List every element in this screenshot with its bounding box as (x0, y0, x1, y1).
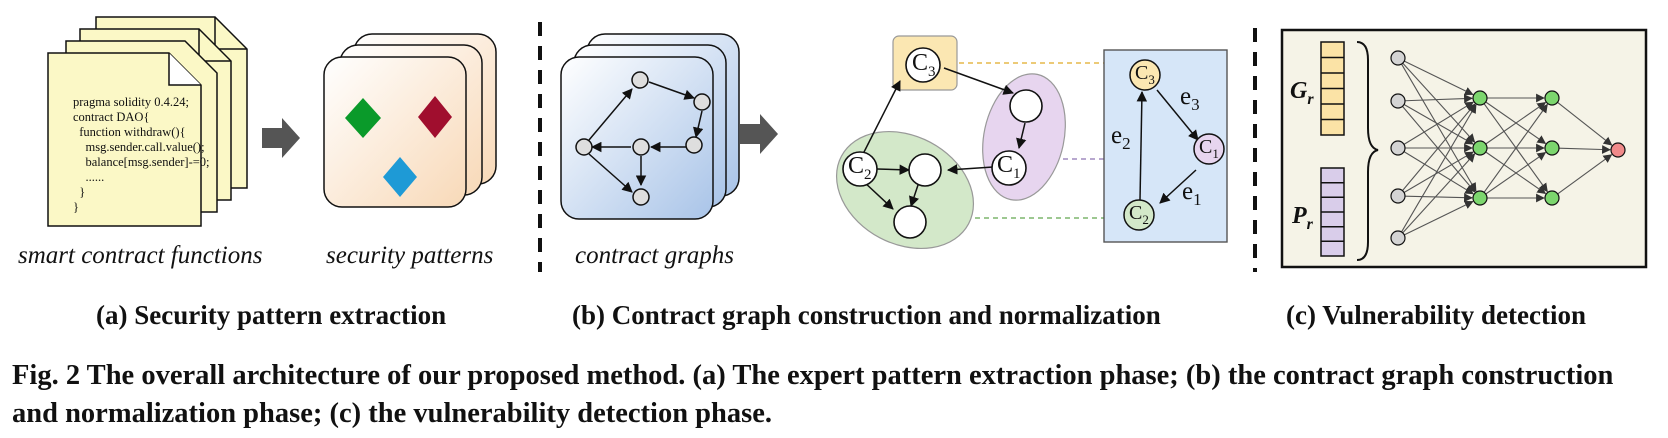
code-documents (47, 16, 248, 227)
label-security-patterns: security patterns (326, 242, 494, 269)
nn-edge (1402, 153, 1476, 234)
nn-edges (1401, 60, 1613, 236)
nn-edge (1401, 104, 1477, 233)
node-label-c3: C3 (912, 50, 936, 80)
nn-edge (1403, 104, 1474, 145)
c2-group (835, 130, 975, 250)
figure-caption: Fig. 2 The overall architecture of our p… (12, 360, 1614, 429)
norm-node-label-c2: C2 (1129, 202, 1149, 227)
norm-node-label-c1: C1 (1199, 136, 1219, 161)
edge-label-e1: e1 (1182, 178, 1202, 209)
edge-label-e3: e3 (1180, 83, 1200, 114)
code-snippet: pragma solidity 0.4.24;contract DAO{ fun… (73, 95, 210, 215)
nn-node (1544, 190, 1560, 206)
code-line: contract DAO{ (73, 110, 150, 124)
code-line: ...... (73, 170, 105, 184)
nn-node (1544, 140, 1560, 156)
nn-edge (1403, 101, 1474, 145)
label-gr: Gr (1290, 78, 1314, 108)
nn-edge (1557, 101, 1613, 146)
nn-edge (1404, 94, 1473, 103)
construction-edges (861, 67, 1027, 210)
node-label-c2: C2 (848, 153, 872, 183)
vector-brace (1356, 41, 1379, 261)
nn-edge (1557, 154, 1613, 195)
nn-node (1390, 188, 1406, 204)
nn-edge (1402, 103, 1476, 191)
nn-edge (1401, 63, 1477, 192)
node-label-c1: C1 (997, 152, 1021, 182)
normalized-edges (1136, 89, 1199, 204)
nn-edge (1403, 151, 1474, 193)
contract-graph-cards (560, 33, 740, 220)
nn-output-node (1610, 142, 1626, 158)
nn-edge (1404, 193, 1473, 203)
pr-vector (1320, 167, 1345, 257)
nn-node (1472, 190, 1488, 206)
label-pr: Pr (1292, 203, 1313, 233)
subcaption-b: (b) Contract graph construction and norm… (572, 300, 1161, 330)
node-c3-normalized (1129, 59, 1161, 91)
pattern-diamond-red (418, 96, 452, 138)
nn-edge (1558, 145, 1611, 154)
contract-graph (575, 71, 711, 206)
construction-nodes (842, 47, 1043, 239)
nn-node (1390, 50, 1406, 66)
nn-node (1390, 93, 1406, 109)
code-line: pragma solidity 0.4.24; (73, 95, 189, 109)
code-line: } (73, 185, 86, 199)
nn-edge (1402, 105, 1476, 193)
nn-edge (1402, 62, 1476, 143)
nn-edge (1483, 103, 1548, 193)
nn-nodes (1390, 50, 1626, 246)
arrow-b (740, 114, 778, 154)
node-c1-normalized (1193, 133, 1225, 165)
nn-edge (1485, 152, 1547, 195)
subcaption-c: (c) Vulnerability detection (1286, 300, 1586, 330)
code-line: msg.sender.call.value(); (73, 140, 205, 154)
edge-label-e2: e2 (1111, 122, 1131, 153)
code-line: } (73, 200, 79, 214)
code-line: function withdraw(){ (73, 125, 186, 139)
nn-edge (1485, 102, 1547, 145)
nn-node (1472, 140, 1488, 156)
nn-node (1544, 90, 1560, 106)
pattern-diamond-green (345, 98, 381, 138)
security-pattern-cards (323, 33, 497, 208)
arrow-a (262, 118, 300, 158)
c1-group (982, 73, 1066, 201)
nn-node (1390, 140, 1406, 156)
nn-edge (1404, 60, 1474, 95)
norm-node-label-c3: C3 (1135, 62, 1155, 87)
code-line: balance[msg.sender]-=0; (73, 155, 210, 169)
pattern-diamond-blue (383, 157, 417, 197)
subcaption-a: (a) Security pattern extraction (96, 300, 447, 330)
gr-vector (1320, 41, 1345, 136)
node-c2-normalized (1123, 199, 1155, 231)
nn-node (1390, 230, 1406, 246)
nn-edge (1404, 201, 1474, 236)
nn-node (1472, 90, 1488, 106)
label-contract-graphs: contract graphs (575, 242, 735, 269)
label-smart-contract-functions: smart contract functions (18, 242, 263, 269)
architecture-figure (47, 16, 1648, 272)
